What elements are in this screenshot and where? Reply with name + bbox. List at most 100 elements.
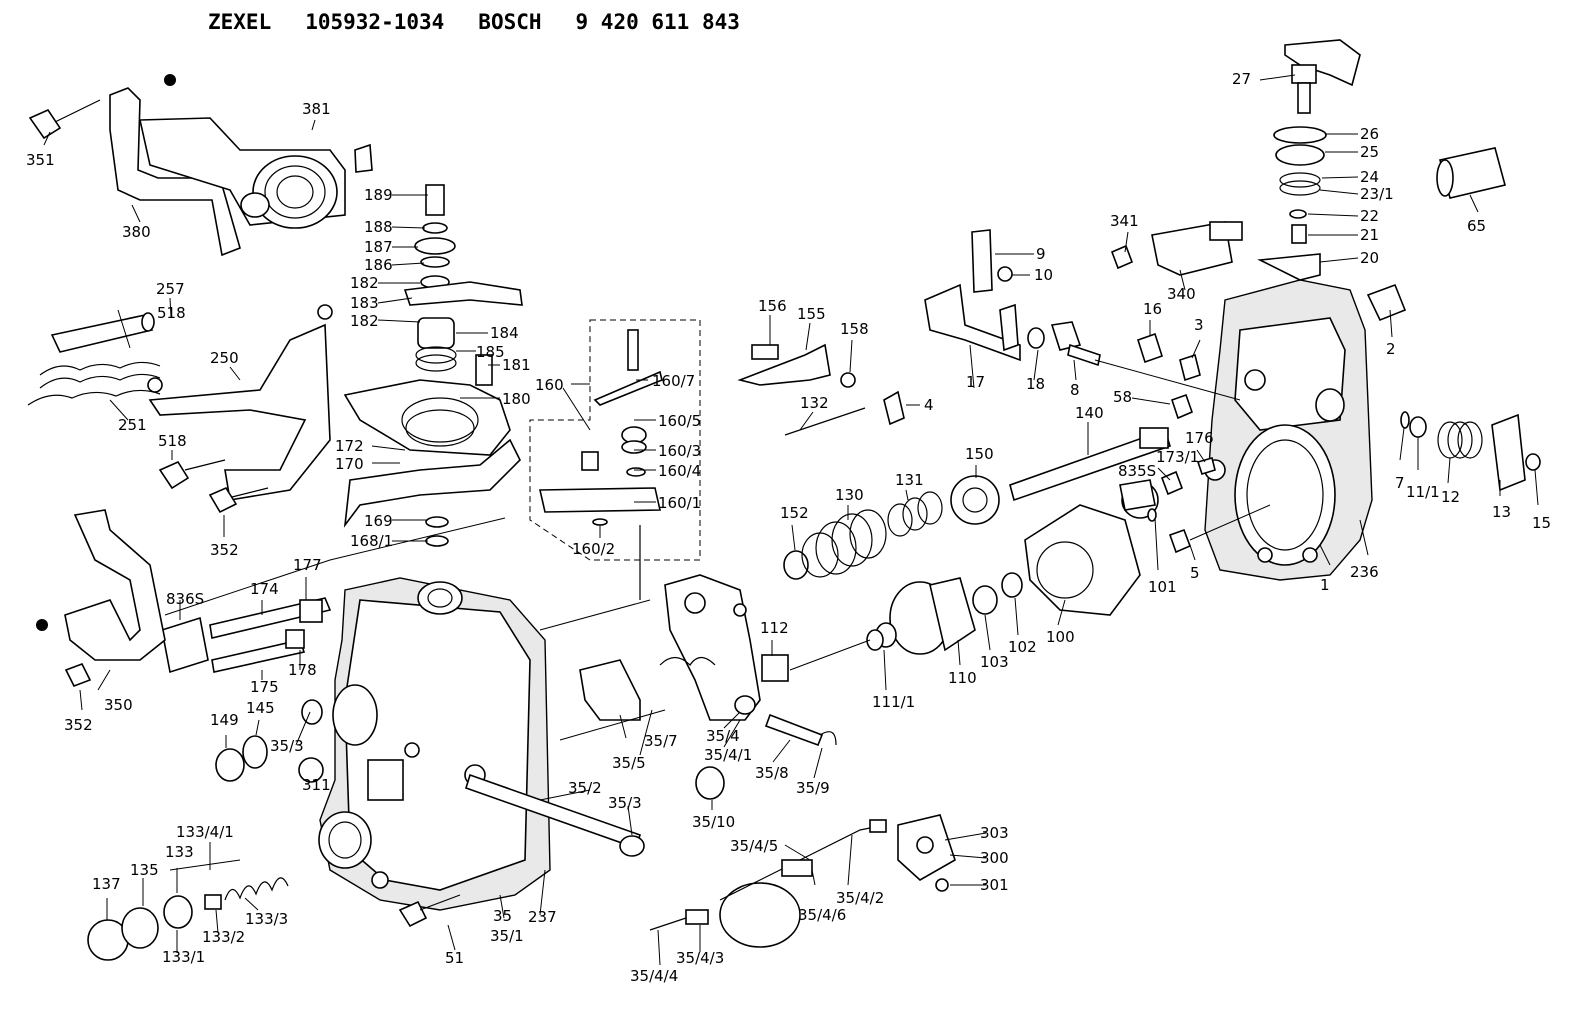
callout: 172 <box>335 437 364 455</box>
callout: 300 <box>980 849 1009 867</box>
callout: 236 <box>1350 563 1379 581</box>
sleeve-and-springs <box>27 312 161 406</box>
callout: 35/4/1 <box>704 746 752 764</box>
callout: 15 <box>1532 514 1551 532</box>
callout: 35/10 <box>692 813 735 831</box>
callout: 35/4/3 <box>676 949 724 967</box>
callout: 10 <box>1034 266 1053 284</box>
callout: 352 <box>64 716 93 734</box>
callout: 35/5 <box>612 754 646 772</box>
callout: 23/1 <box>1360 185 1394 203</box>
callout: 251 <box>118 416 147 434</box>
callout: 352 <box>210 541 239 559</box>
callout: 169 <box>364 512 393 530</box>
callout: 35/7 <box>644 732 678 750</box>
callout: 65 <box>1467 217 1486 235</box>
callout: 156 <box>758 297 787 315</box>
shaft-35-2 <box>215 699 645 857</box>
callout: 184 <box>490 324 519 342</box>
lever-35-4 <box>579 574 837 800</box>
callout: 21 <box>1360 226 1379 244</box>
callout: 137 <box>92 875 121 893</box>
link-35-4-group <box>649 814 956 948</box>
callout: 4 <box>924 396 934 414</box>
callout: 145 <box>246 699 275 717</box>
callout: 35/4/4 <box>630 967 678 985</box>
callout: 133/2 <box>202 928 245 946</box>
small-hardware <box>1119 332 1216 554</box>
callout: 132 <box>800 394 829 412</box>
callout: 350 <box>104 696 133 714</box>
callout: 182 <box>350 312 379 330</box>
callout: 18 <box>1026 375 1045 393</box>
callout: 22 <box>1360 207 1379 225</box>
parts-155-158 <box>737 343 905 436</box>
callout: 131 <box>895 471 924 489</box>
callout: 35/3 <box>608 794 642 812</box>
callout: 250 <box>210 349 239 367</box>
callout: 133/1 <box>162 948 205 966</box>
callout: 7 <box>1395 474 1405 492</box>
callout: 303 <box>980 824 1009 842</box>
callout: 100 <box>1046 628 1075 646</box>
callout: 110 <box>948 669 977 687</box>
callout: 340 <box>1167 285 1196 303</box>
callout: 160 <box>535 376 564 394</box>
callout: 111/1 <box>872 693 915 711</box>
callout: 177 <box>293 556 322 574</box>
callout: 133/3 <box>245 910 288 928</box>
title-brand-bosch: BOSCH <box>478 10 542 34</box>
callout: 35/2 <box>568 779 602 797</box>
callout: 35/4 <box>706 727 740 745</box>
callout: 835S <box>1118 462 1156 480</box>
callout: 173/1 <box>1156 448 1199 466</box>
callout: 182 <box>350 274 379 292</box>
callout: 26 <box>1360 125 1379 143</box>
callout: 5 <box>1190 564 1200 582</box>
parts-2-15 <box>1366 283 1541 492</box>
callout: 11/1 <box>1406 483 1440 501</box>
callout: 181 <box>502 356 531 374</box>
part-174-175 <box>161 597 332 674</box>
callout: 9 <box>1036 245 1046 263</box>
callout: 189 <box>364 186 393 204</box>
part-drawings <box>27 39 1541 961</box>
callout: 133 <box>165 843 194 861</box>
callout: 133/4/1 <box>176 823 234 841</box>
callout: 20 <box>1360 249 1379 267</box>
callout: 35/4/5 <box>730 837 778 855</box>
callout: 176 <box>1185 429 1214 447</box>
actuator-assembly-380 <box>28 74 373 257</box>
diagram-title: ZEXEL 105932-1034 BOSCH 9 420 611 843 <box>208 6 774 38</box>
leader-lines <box>43 74 1539 966</box>
callout: 58 <box>1113 388 1132 406</box>
callout: 155 <box>797 305 826 323</box>
callout: 175 <box>250 678 279 696</box>
right-housing-1 <box>1204 279 1373 581</box>
callout: 35/1 <box>490 927 524 945</box>
callout: 380 <box>122 223 151 241</box>
parts-9-17 <box>924 229 1101 367</box>
main-housing-35 <box>318 577 551 928</box>
callout: 149 <box>210 711 239 729</box>
callout: 8 <box>1070 381 1080 399</box>
callout: 341 <box>1110 212 1139 230</box>
callout: 160/2 <box>572 540 615 558</box>
callout: 3 <box>1194 316 1204 334</box>
springs-130-131 <box>783 427 1171 580</box>
callout: 158 <box>840 320 869 338</box>
callout: 2 <box>1386 340 1396 358</box>
callout: 185 <box>476 343 505 361</box>
callout: 130 <box>835 486 864 504</box>
callout: 237 <box>528 908 557 926</box>
callout: 160/7 <box>652 372 695 390</box>
callout: 381 <box>302 100 331 118</box>
callout: 301 <box>980 876 1009 894</box>
bracket-350 <box>36 509 166 688</box>
callout: 35/9 <box>796 779 830 797</box>
callout: 152 <box>780 504 809 522</box>
callout: 102 <box>1008 638 1037 656</box>
callout: 112 <box>760 619 789 637</box>
sub-assembly-160 <box>529 319 701 600</box>
